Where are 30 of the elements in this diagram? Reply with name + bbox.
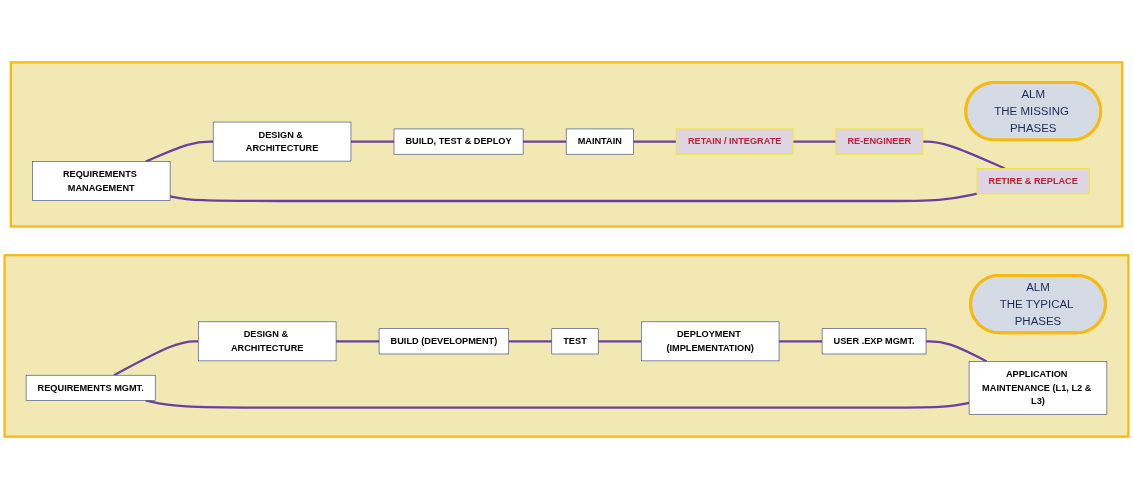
connector: [508, 340, 552, 343]
connector: [336, 340, 380, 343]
connector: [145, 140, 214, 163]
node-box: RETAIN / INTEGRATE: [675, 128, 794, 155]
connector: [922, 140, 1006, 170]
node-box: MAINTAIN: [565, 128, 634, 155]
connector: [523, 140, 567, 143]
node-box: BUILD (DEVELOPMENT): [378, 328, 509, 355]
node-box: REQUIREMENTS MANAGEMENT: [32, 161, 171, 201]
node-box: RE-ENGINEER: [835, 128, 924, 155]
node-box: APPLICATION MAINTENANCE (L1, L2 & L3): [968, 361, 1108, 415]
connector: [926, 340, 988, 363]
connector: [633, 140, 677, 143]
connector: [598, 340, 642, 343]
connector: [145, 399, 970, 409]
connector: [779, 340, 823, 343]
node-box: USER .EXP MGMT.: [821, 328, 927, 355]
connector: [350, 140, 394, 143]
connector: [169, 192, 978, 203]
node-box: DESIGN & ARCHITECTURE: [212, 121, 352, 162]
cluster: [3, 254, 1130, 438]
node-box: REQUIREMENTS MGMT.: [25, 374, 156, 401]
node-box: TEST: [551, 328, 599, 355]
cluster: [9, 61, 1124, 228]
node-box: DEPLOYMENT (IMPLEMENTATION): [641, 321, 780, 362]
connector: [792, 140, 836, 143]
node-box: DESIGN & ARCHITECTURE: [198, 321, 337, 362]
node-box: BUILD, TEST & DEPLOY: [393, 128, 524, 155]
connector: [113, 340, 199, 377]
node-box: RETIRE & REPLACE: [976, 168, 1090, 195]
